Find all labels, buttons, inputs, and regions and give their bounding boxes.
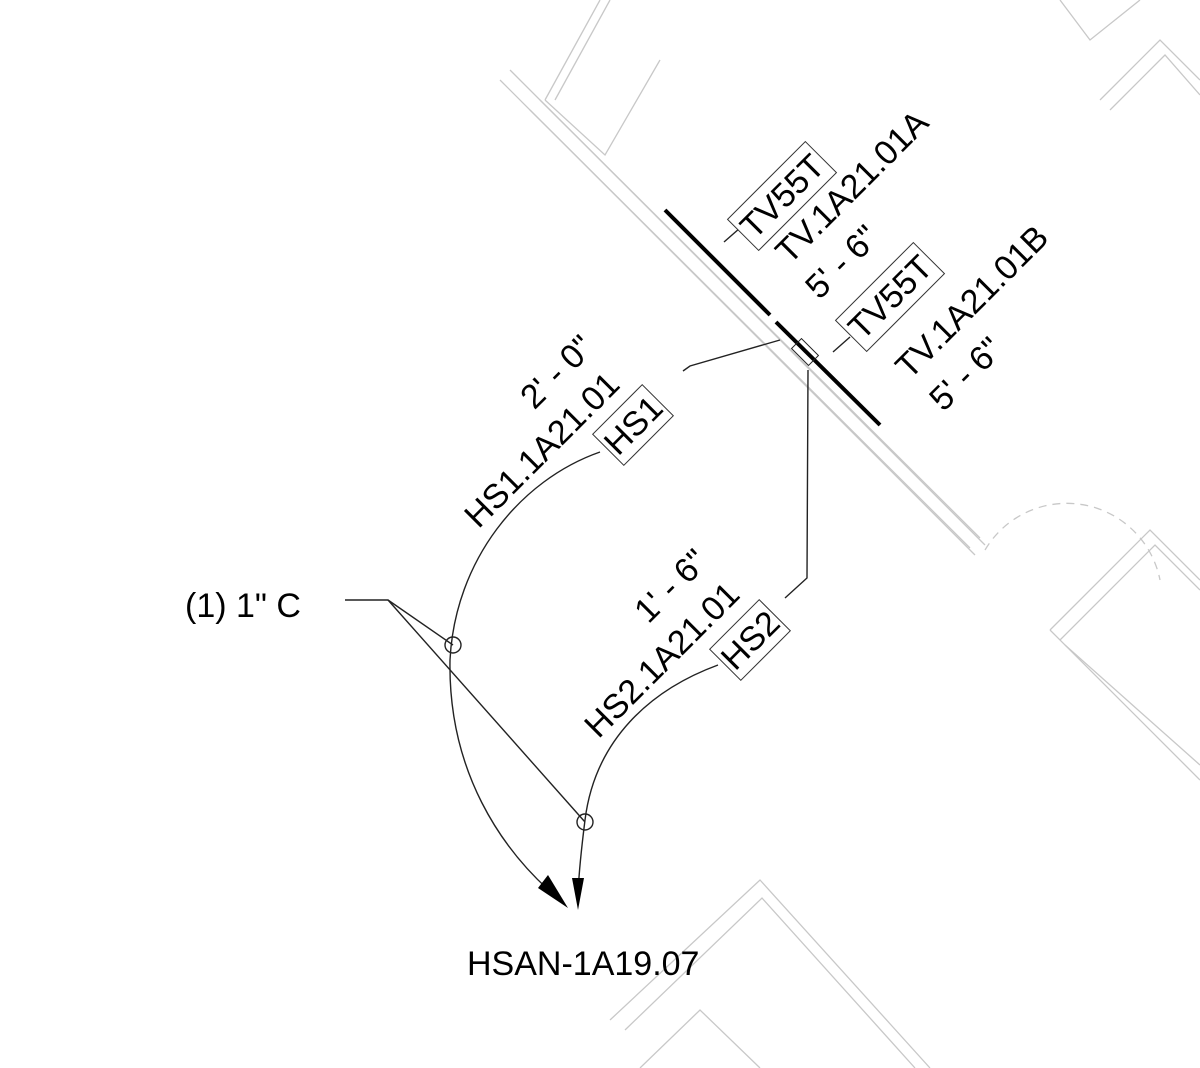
hs1-wire [682,339,781,372]
device-bar-a [663,208,772,317]
leader-circle-1 [444,636,462,654]
architecture-background [499,0,1200,1068]
hs1-homerun-arc [449,451,601,901]
destination-label: HSAN-1A19.07 [467,945,699,983]
device-bar-b [774,320,882,427]
hs2-homerun-arc [577,664,719,901]
junction-box [790,337,820,367]
hs2-wire [784,369,809,599]
leader-circle-2 [576,813,594,831]
arrowhead-1 [538,875,568,908]
arrowhead-2 [572,878,584,910]
conduit-note: (1) 1" C [185,587,301,625]
conduit-leader [345,599,454,646]
